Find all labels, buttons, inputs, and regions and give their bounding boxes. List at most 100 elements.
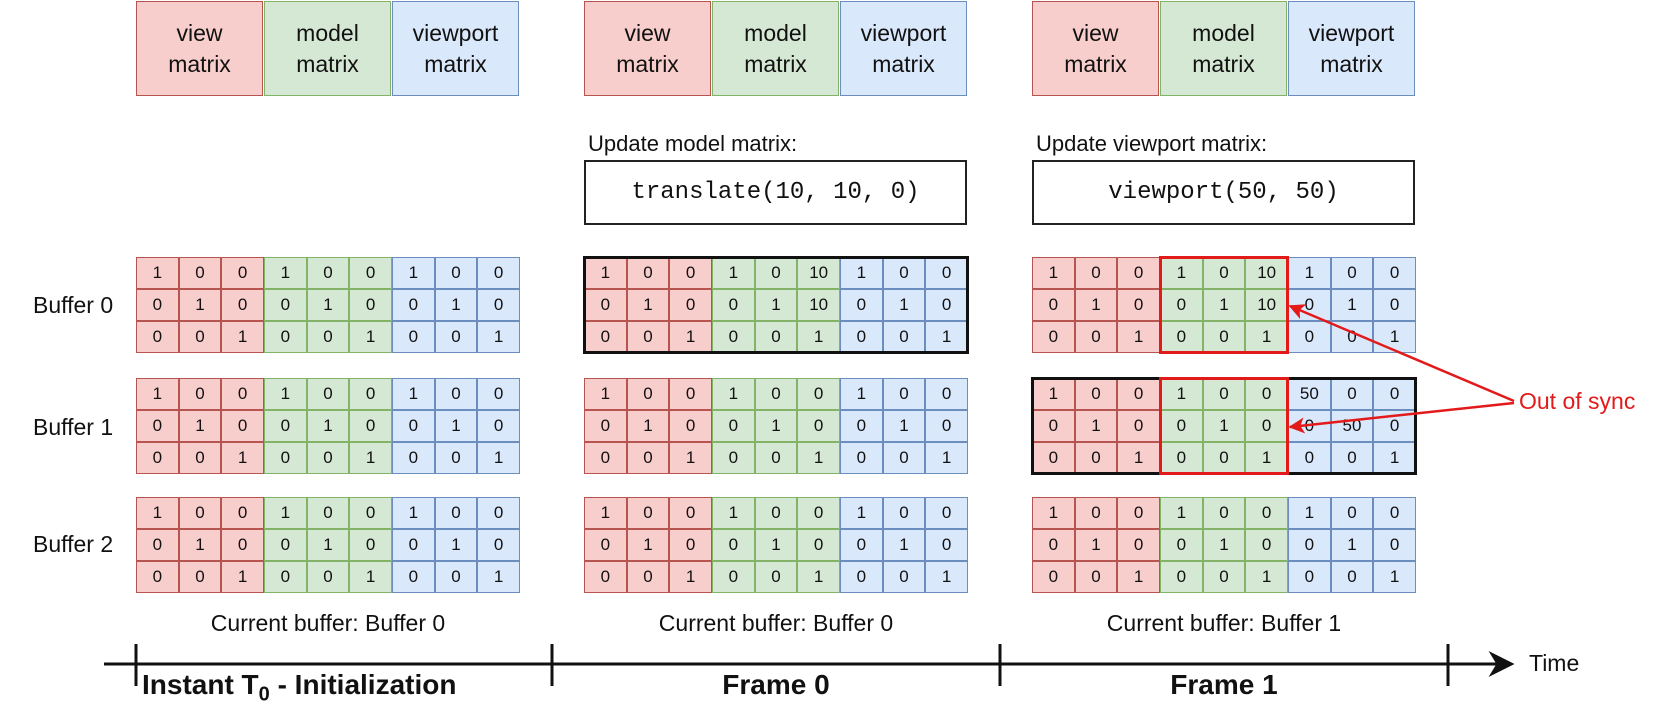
matrix-cell: 10	[797, 289, 840, 321]
matrix-cell: 0	[1160, 561, 1203, 593]
matrix-cell: 1	[178, 529, 222, 561]
matrix-cell: 0	[136, 410, 179, 442]
matrix-cell: 1	[221, 321, 264, 353]
matrix-cell: 0	[1202, 497, 1246, 529]
matrix-cell: 1	[349, 442, 392, 474]
buffer-1-matrices: 10010050000100100500001001001	[1032, 378, 1416, 474]
matrix-cell: 0	[221, 529, 264, 561]
matrix-cell: 1	[584, 497, 627, 529]
matrix-cell: 0	[1032, 442, 1075, 474]
matrix-cell: 1	[754, 289, 798, 321]
matrix-cell: 0	[264, 529, 307, 561]
model-matrix-header: model matrix	[1160, 1, 1287, 96]
matrix-cell: 1	[1373, 561, 1416, 593]
matrix-cell: 0	[1330, 561, 1374, 593]
matrix-cell: 1	[1330, 289, 1374, 321]
matrix-cell: 0	[840, 289, 883, 321]
matrix-cell: 0	[392, 289, 435, 321]
matrix-cell: 0	[1288, 561, 1331, 593]
matrix-cell: 0	[1245, 410, 1288, 442]
matrix-cell: 0	[669, 289, 712, 321]
out-of-sync-arrow	[1288, 401, 1515, 434]
matrix-cell: 1	[840, 497, 883, 529]
matrix-cell: 0	[136, 442, 179, 474]
matrix-cell: 1	[1074, 529, 1118, 561]
matrix-cell: 0	[626, 497, 670, 529]
matrix-cell: 0	[712, 410, 755, 442]
matrix-cell: 0	[626, 257, 670, 289]
matrix-cell: 0	[1160, 442, 1203, 474]
matrix-cell: 1	[221, 561, 264, 593]
matrix-cell: 0	[626, 442, 670, 474]
matrix-cell: 0	[584, 529, 627, 561]
matrix-cell: 0	[626, 561, 670, 593]
matrix-cell: 1	[1202, 410, 1246, 442]
matrix-cell: 0	[1117, 410, 1160, 442]
matrix-cell: 0	[1160, 529, 1203, 561]
matrix-cell: 0	[797, 497, 840, 529]
matrix-cell: 0	[349, 257, 392, 289]
matrix-cell: 0	[1117, 529, 1160, 561]
matrix-cell: 1	[840, 257, 883, 289]
viewport-matrix-header: viewport matrix	[392, 1, 519, 96]
matrix-cell: 0	[434, 321, 478, 353]
matrix-cell: 0	[349, 529, 392, 561]
matrix-cell: 0	[840, 529, 883, 561]
matrix-cell: 0	[712, 321, 755, 353]
update-model-label: Update model matrix:	[588, 131, 798, 156]
matrix-cell: 0	[1202, 442, 1246, 474]
matrix-cell: 0	[882, 497, 926, 529]
matrix-cell: 0	[925, 289, 968, 321]
matrix-cell: 0	[1288, 321, 1331, 353]
matrix-cell: 0	[392, 442, 435, 474]
matrix-cell: 1	[797, 561, 840, 593]
matrix-cell: 1	[434, 529, 478, 561]
matrix-cell: 0	[882, 321, 926, 353]
matrix-cell: 0	[840, 561, 883, 593]
matrix-cell: 1	[178, 289, 222, 321]
matrix-cell: 0	[1330, 257, 1374, 289]
matrix-cell: 0	[264, 442, 307, 474]
matrix-cell: 0	[1074, 442, 1118, 474]
matrix-cell: 0	[477, 378, 520, 410]
matrix-cell: 0	[584, 561, 627, 593]
current-buffer-label: Current buffer: Buffer 0	[210, 610, 446, 636]
matrix-cell: 1	[626, 289, 670, 321]
matrix-cell: 1	[434, 410, 478, 442]
matrix-cell: 0	[1373, 289, 1416, 321]
matrix-cell: 0	[306, 257, 350, 289]
matrix-cell: 1	[712, 497, 755, 529]
matrix-cell: 0	[1202, 561, 1246, 593]
matrix-cell: 0	[797, 410, 840, 442]
matrix-cell: 1	[136, 378, 179, 410]
matrix-cell: 1	[1330, 529, 1374, 561]
matrix-cell: 0	[1288, 529, 1331, 561]
matrix-cell: 1	[1117, 321, 1160, 353]
matrix-cell: 0	[264, 410, 307, 442]
matrix-cell: 0	[392, 410, 435, 442]
matrix-cell: 0	[136, 561, 179, 593]
matrix-cell: 1	[306, 289, 350, 321]
matrix-cell: 0	[349, 289, 392, 321]
matrix-cell: 0	[306, 561, 350, 593]
matrix-cell: 1	[221, 442, 264, 474]
matrix-cell: 1	[925, 321, 968, 353]
matrix-cell: 1	[1160, 497, 1203, 529]
matrix-cell: 0	[434, 442, 478, 474]
matrix-cell: 0	[797, 529, 840, 561]
matrix-cell: 0	[178, 497, 222, 529]
matrix-cell: 1	[797, 442, 840, 474]
matrix-cell: 1	[1288, 257, 1331, 289]
matrix-cell: 1	[925, 442, 968, 474]
matrix-cell: 10	[797, 257, 840, 289]
viewport-code-box: viewport(50, 50)	[1032, 160, 1415, 225]
matrix-cell: 0	[754, 257, 798, 289]
matrix-cell: 0	[754, 561, 798, 593]
matrix-cell: 1	[1032, 497, 1075, 529]
matrix-cell: 0	[840, 410, 883, 442]
matrix-cell: 0	[477, 410, 520, 442]
